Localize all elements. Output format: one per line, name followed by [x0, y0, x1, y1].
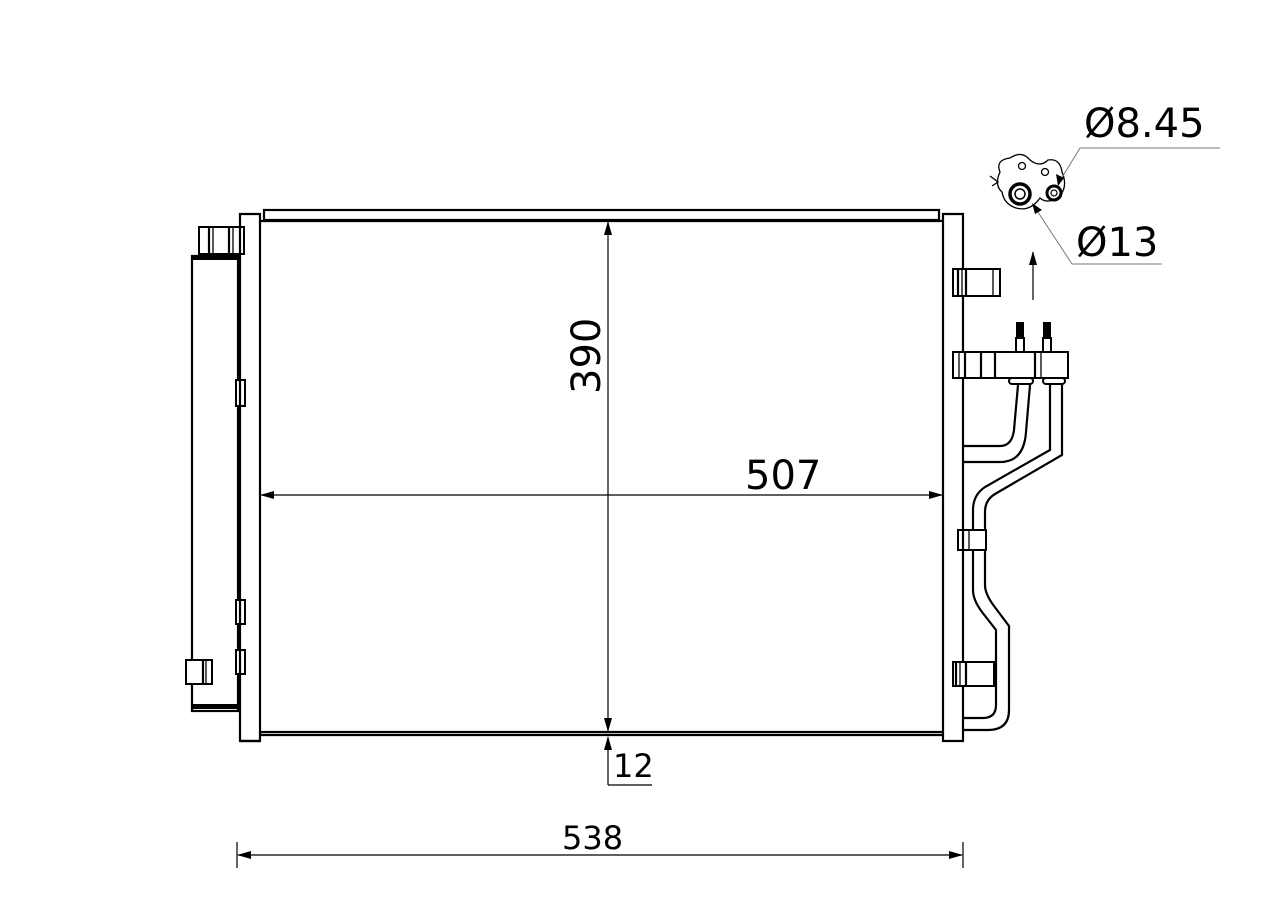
connection-block	[952, 322, 1069, 385]
bottom-right-bracket	[952, 661, 995, 687]
height-label: 390	[564, 318, 610, 394]
large-port-diameter-label: Ø13	[1076, 220, 1158, 266]
dimension-depth: 12	[604, 736, 654, 786]
right-header	[941, 212, 965, 743]
port-detail	[989, 153, 1066, 300]
condenser-core	[260, 208, 943, 737]
dimension-core-width: 507	[260, 453, 943, 499]
overall-width-label: 538	[562, 819, 623, 857]
leader-small-port: Ø8.45	[1056, 101, 1220, 186]
core-width-label: 507	[745, 453, 821, 499]
leader-large-port: Ø13	[1032, 203, 1162, 266]
dimension-height: 390	[564, 221, 612, 732]
receiver-drier-tank	[185, 226, 246, 713]
bottom-left-bracket	[185, 659, 213, 685]
depth-label: 12	[613, 747, 654, 785]
top-right-bracket	[952, 268, 1001, 297]
dimension-overall-width: 538	[236, 819, 964, 868]
refrigerant-pipes	[957, 384, 1064, 732]
left-header	[238, 212, 262, 743]
small-port-diameter-label: Ø8.45	[1084, 101, 1205, 147]
top-left-bracket	[198, 226, 245, 255]
